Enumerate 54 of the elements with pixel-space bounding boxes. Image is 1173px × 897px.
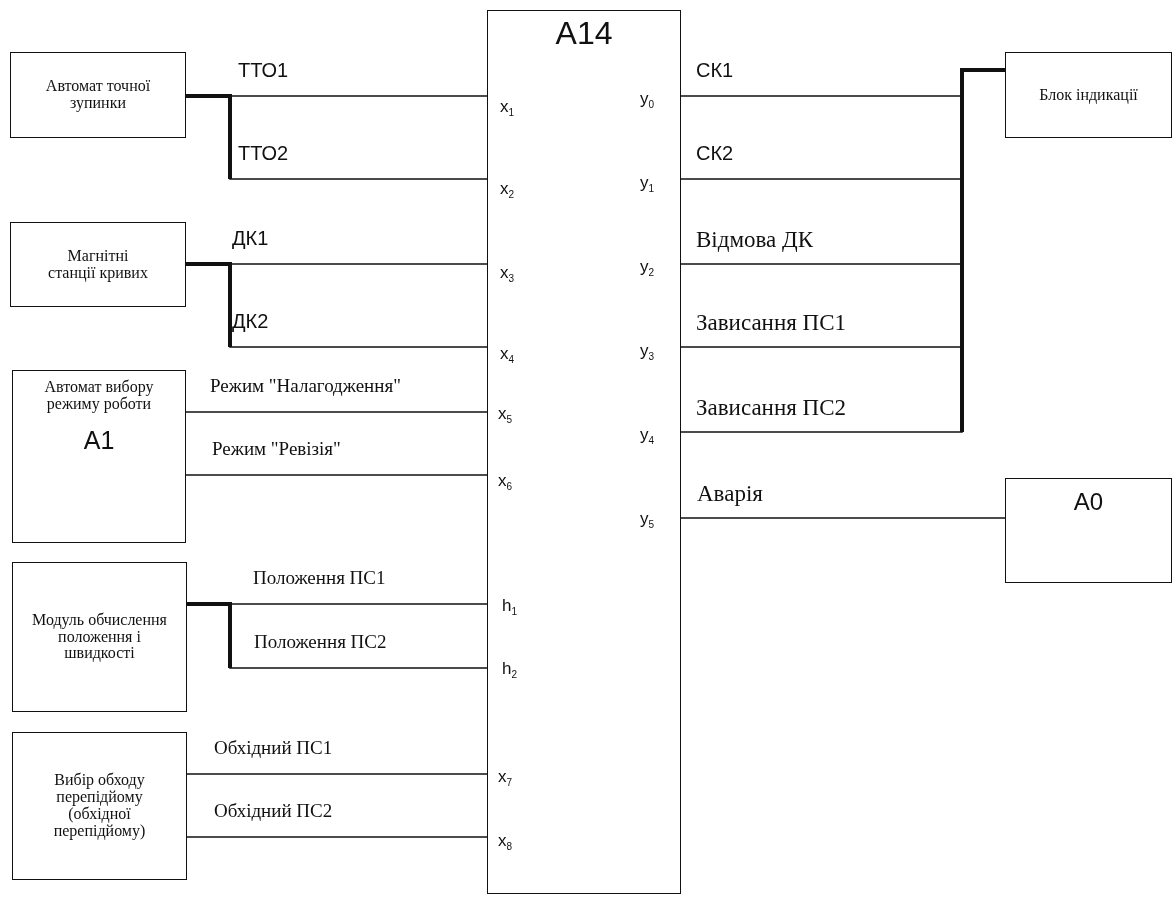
signal-label: Положення ПС2 (254, 632, 387, 651)
signal-label: Зависання ПС2 (696, 396, 846, 419)
signal-label: ТТО1 (238, 60, 289, 80)
signal-label: Відмова ДК (696, 228, 814, 251)
process-box (12, 562, 187, 712)
signal-label: СК2 (696, 143, 734, 163)
block-title: Вибір обходу перепідйому (обхідної перепідйому) (52, 772, 147, 840)
pin-label: x$_{3}$ (500, 264, 515, 285)
signal-label: ТТО2 (238, 143, 289, 163)
pin-label: y$_{2}$ (640, 258, 655, 279)
pin-label: x$_{2}$ (500, 180, 515, 201)
pin-label: y$_{1}$ (640, 174, 655, 195)
pin-label: y$_{3}$ (640, 342, 655, 363)
signal-label: Режим "Ревізія" (212, 439, 341, 458)
pin-label: y$_{0}$ (640, 90, 655, 111)
process-box (1005, 52, 1172, 138)
pin-label: x$_{8}$ (498, 832, 513, 853)
block-title: Модуль обчислення положення і швидкості (31, 611, 168, 663)
signal-label: Положення ПС1 (253, 568, 386, 587)
pin-label: y$_{5}$ (640, 510, 655, 531)
process-box (12, 370, 186, 543)
controller-block (487, 10, 681, 894)
block-designation: А0 (1073, 489, 1104, 515)
block-title: Автомат точної зупинки (44, 78, 152, 112)
signal-label: Обхідний ПС1 (214, 738, 333, 757)
block-title: Магнітні станції кривих (48, 247, 148, 282)
process-box (1005, 478, 1172, 583)
block-title: Автомат вибору режиму роботи (44, 379, 154, 413)
connector-line (185, 411, 488, 413)
signal-label: Режим "Налагодження" (210, 376, 401, 395)
signal-label: ДК2 (232, 311, 269, 331)
connector-line (186, 836, 488, 838)
process-box (12, 732, 187, 880)
pin-label: y$_{4}$ (640, 426, 655, 447)
signal-label: ДК1 (232, 228, 269, 248)
pin-label: x$_{7}$ (498, 768, 513, 789)
connector-line (186, 773, 488, 775)
connector-line (185, 474, 488, 476)
signal-label: Аварія (697, 482, 763, 505)
process-box (10, 222, 186, 307)
pin-label: x$_{4}$ (500, 345, 515, 366)
pin-label: h$_{2}$ (502, 660, 518, 681)
signal-label: СК1 (696, 60, 734, 80)
pin-label: h$_{1}$ (502, 597, 518, 618)
pin-label: x$_{5}$ (498, 405, 513, 426)
block-title: Блок індикації (1038, 86, 1139, 104)
signal-label: Обхідний ПС2 (214, 801, 333, 820)
pin-label: x$_{6}$ (498, 472, 513, 493)
signal-label: Зависання ПС1 (696, 311, 846, 334)
block-designation: А14 (555, 17, 613, 51)
block-designation: А1 (83, 426, 115, 453)
pin-label: x$_{1}$ (500, 98, 515, 119)
process-box (10, 52, 186, 138)
connector-line (680, 517, 1006, 519)
